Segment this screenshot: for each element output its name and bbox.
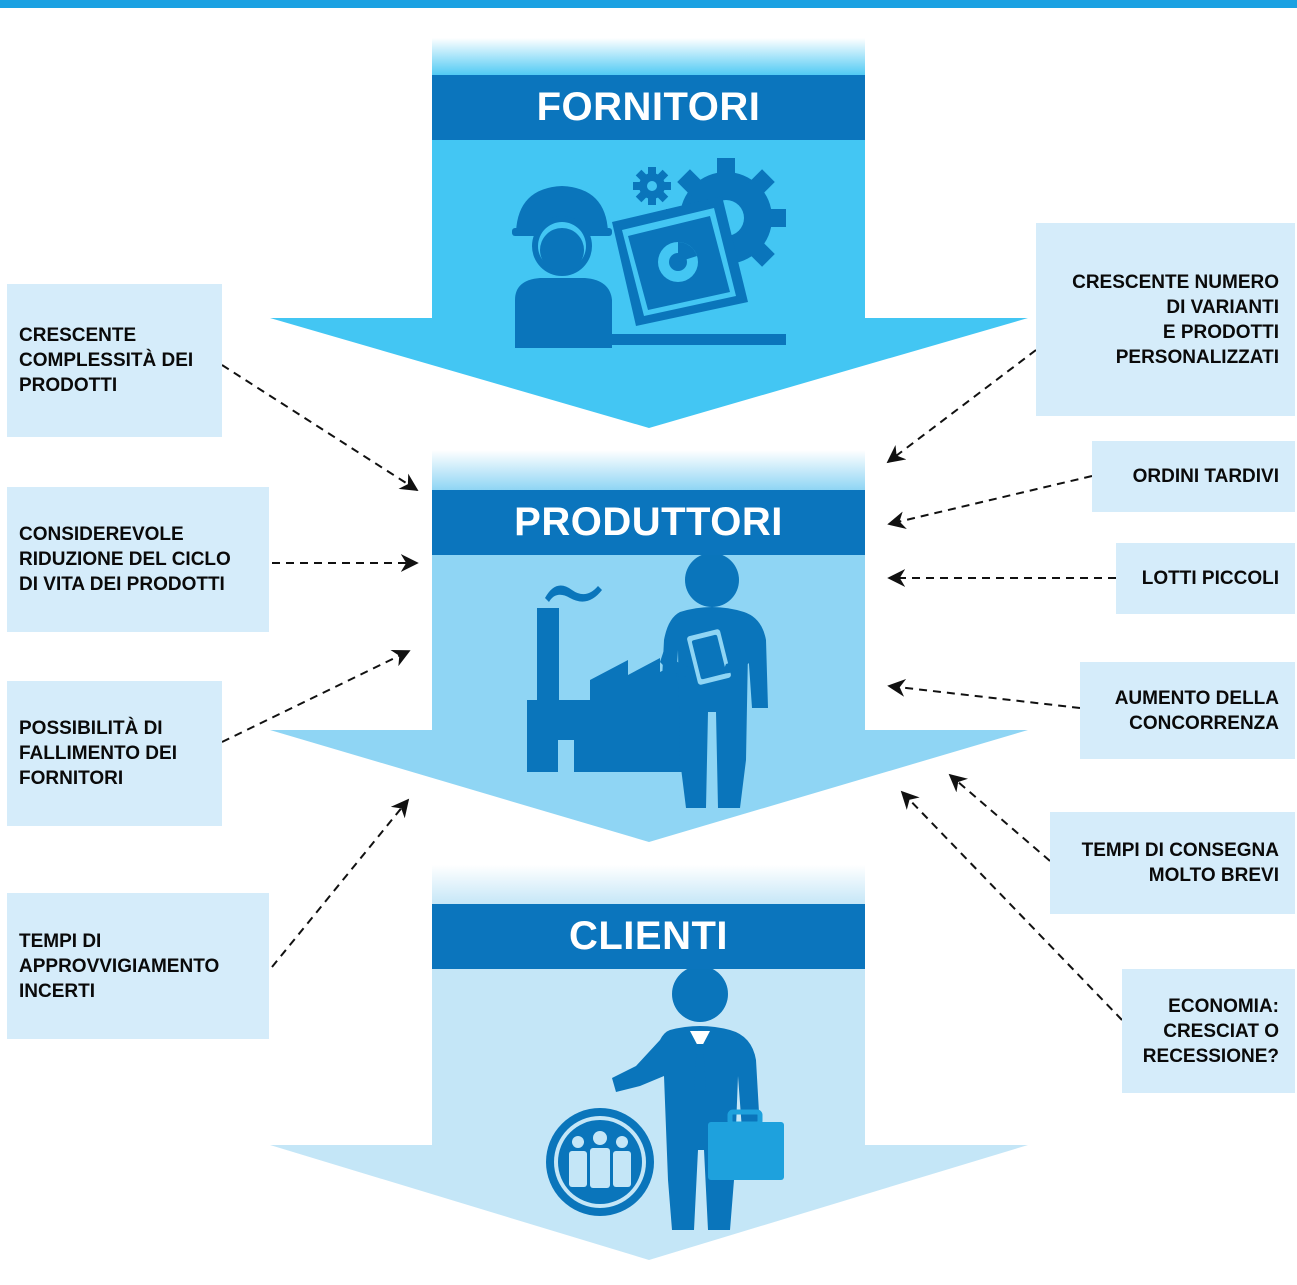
factor-box-right-2: ORDINI TARDIVI xyxy=(1092,441,1295,512)
connector-right-4 xyxy=(887,678,1081,709)
factor-text: ECONOMIA: CRESCIAT O RECESSIONE? xyxy=(1142,995,1279,1067)
factor-text: ORDINI TARDIVI xyxy=(1132,466,1279,487)
factor-text: POSSIBILITÀ DI FALLIMENTO DEI FORNITORI xyxy=(19,718,177,789)
factor-text: CRESCENTE COMPLESSITÀ DEI PRODOTTI xyxy=(19,325,194,396)
engineer-laptop-gears-icon xyxy=(512,158,786,348)
factor-box-left-4: TEMPI DI APPROVVIGIAMENTO INCERTI xyxy=(7,893,269,1039)
factor-box-right-5: TEMPI DI CONSEGNA MOLTO BREVI xyxy=(1050,812,1295,914)
connector-right-5 xyxy=(948,773,1051,862)
businessman-customers-group-icon xyxy=(546,966,784,1230)
factor-text: CONSIDEREVOLE RIDUZIONE DEL CICLO DI VIT… xyxy=(19,524,231,595)
factor-connectors xyxy=(221,349,1123,1021)
connector-right-2 xyxy=(887,475,1093,530)
connector-left-3 xyxy=(221,649,411,743)
factor-text: LOTTI PICCOLI xyxy=(1141,568,1279,589)
factor-box-right-4: AUMENTO DELLA CONCORRENZA xyxy=(1080,662,1295,759)
factor-box-left-1: CRESCENTE COMPLESSITÀ DEI PRODOTTI xyxy=(7,284,222,437)
factor-text: AUMENTO DELLA CONCORRENZA xyxy=(1114,687,1279,734)
connector-right-6 xyxy=(900,790,1123,1021)
connector-left-1 xyxy=(221,364,419,491)
connector-left-4 xyxy=(271,798,410,968)
stage-banner-produttori: PRODUTTORI xyxy=(432,490,865,555)
factor-text: CRESCENTE NUMERO DI VARIANTI E PRODOTTI … xyxy=(1072,271,1279,368)
factor-text: TEMPI DI CONSEGNA MOLTO BREVI xyxy=(1081,840,1279,886)
connector-right-1 xyxy=(886,349,1037,464)
factor-text: TEMPI DI APPROVVIGIAMENTO INCERTI xyxy=(19,930,220,1002)
stage-banner-fornitori: FORNITORI xyxy=(432,75,865,140)
factor-box-right-6: ECONOMIA: CRESCIAT O RECESSIONE? xyxy=(1122,969,1295,1093)
factor-box-right-3: LOTTI PICCOLI xyxy=(1116,543,1295,614)
factory-businessman-tablet-icon xyxy=(527,553,768,808)
factor-box-left-3: POSSIBILITÀ DI FALLIMENTO DEI FORNITORI xyxy=(7,681,222,826)
top-accent-bar xyxy=(0,0,1297,8)
factor-box-left-2: CONSIDEREVOLE RIDUZIONE DEL CICLO DI VIT… xyxy=(7,487,269,632)
stage-banner-clienti: CLIENTI xyxy=(432,904,865,969)
factor-box-right-1: CRESCENTE NUMERO DI VARIANTI E PRODOTTI … xyxy=(1036,223,1295,416)
